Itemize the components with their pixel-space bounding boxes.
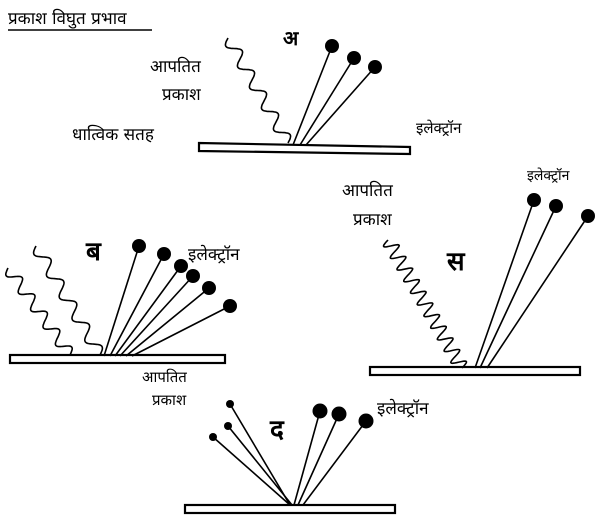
panel-a: अ आपतित प्रकाश धात्विक सतह इलेक्ट्रॉन — [72, 26, 462, 156]
panel-label-d: द — [269, 415, 285, 445]
panel-label-c: स — [446, 247, 466, 277]
incident-light-wave — [224, 37, 292, 144]
electron — [209, 433, 217, 441]
electron-path — [305, 66, 376, 146]
electron-path — [297, 413, 340, 506]
metal-plate — [183, 503, 397, 515]
electron — [202, 281, 216, 295]
panel-b: ब इलेक्ट्रॉन — [5, 237, 240, 365]
electron — [581, 209, 595, 223]
electron — [331, 406, 347, 422]
incident-light-label-line2: प्रकाश — [353, 210, 392, 230]
electron-path — [227, 425, 293, 506]
incident-light-label-line1: आपतित — [142, 368, 187, 386]
electron — [224, 422, 232, 430]
incident-light-label-line1: आपतित — [342, 180, 393, 201]
electron-label: इलेक्ट्रॉन — [416, 119, 462, 137]
electron — [174, 259, 188, 273]
incident-light-wave — [5, 267, 73, 356]
electron-path — [479, 205, 557, 369]
electron-path — [119, 275, 194, 357]
incident-light-wave — [382, 239, 468, 369]
incident-light-wave — [32, 245, 104, 356]
electron-label: इलेक्ट्रॉन — [377, 398, 429, 419]
electron-path — [486, 215, 589, 369]
metal-surface-label: धात्विक सतह — [72, 124, 155, 145]
electron — [312, 403, 328, 419]
electron-path — [114, 265, 182, 357]
incident-light-label-line2: प्रकाश — [162, 85, 201, 105]
electron-label: इलेक्ट्रॉन — [188, 244, 240, 265]
electron — [347, 51, 361, 65]
electron — [358, 413, 374, 429]
incident-light-label-line1: आपतित — [150, 56, 201, 77]
electron — [226, 400, 234, 408]
electron-path — [103, 245, 140, 357]
electron-path — [299, 57, 355, 146]
panel-c: आपतित प्रकाश स इलेक्ट्रॉन — [342, 167, 595, 377]
electron-path — [229, 403, 291, 506]
panel-label-a: अ — [283, 26, 299, 50]
metal-plate — [8, 353, 227, 365]
electron-label: इलेक्ट्रॉन — [527, 167, 570, 184]
electron-path — [302, 420, 367, 506]
electron — [132, 239, 146, 253]
panel-d: आपतित प्रकाश द इलेक्ट्रॉन — [142, 368, 429, 515]
electron — [549, 199, 563, 213]
metal-plate — [368, 365, 582, 377]
electron — [186, 269, 200, 283]
electron-path — [212, 436, 291, 506]
electron — [223, 299, 237, 313]
electron-path — [292, 45, 333, 146]
electron-path — [109, 253, 165, 357]
electron — [527, 193, 541, 207]
electron-path — [293, 410, 321, 506]
diagram-title: प्रकाश विघुत प्रभाव — [8, 8, 127, 29]
electron — [157, 247, 171, 261]
electron-path — [474, 199, 535, 369]
electron-path — [125, 287, 210, 357]
electron — [368, 60, 382, 74]
panel-label-b: ब — [85, 237, 102, 267]
electron — [325, 39, 339, 53]
incident-light-label-line2: प्रकाश — [152, 391, 187, 409]
metal-plate — [197, 141, 412, 156]
electron-path — [131, 305, 231, 357]
